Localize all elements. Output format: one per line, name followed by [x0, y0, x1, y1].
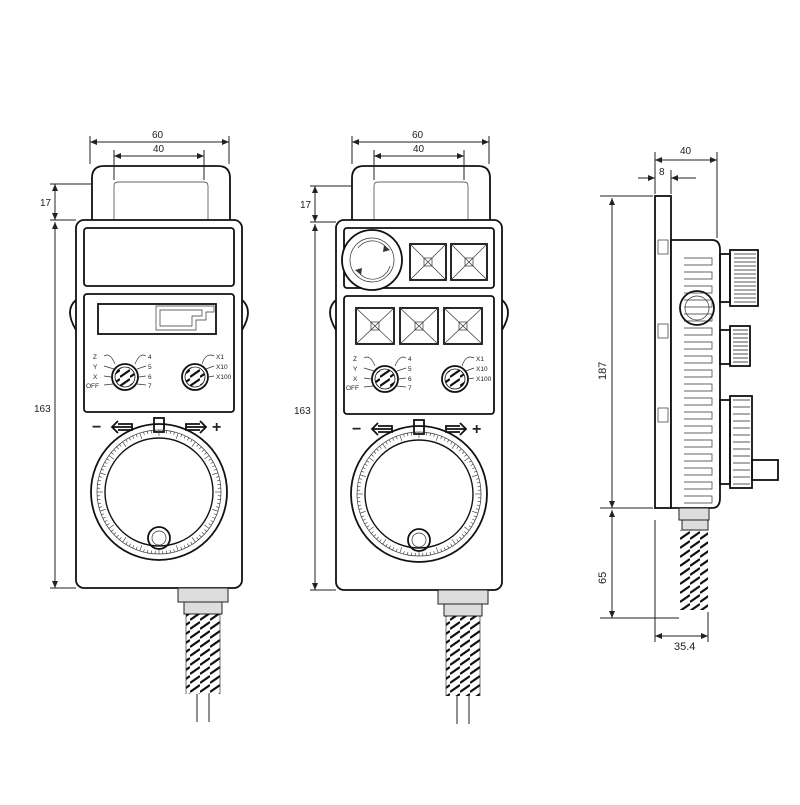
axis-pos-7: 7	[148, 383, 152, 390]
dim-side-depth: 40	[680, 146, 692, 157]
axis-pos-6-middle: 6	[408, 376, 412, 383]
jog-plus-symbol: +	[212, 419, 221, 436]
dim-handle-outer-left: 60	[152, 130, 164, 141]
axis-pos-6: 6	[148, 374, 152, 381]
axis-pos-4: 4	[148, 354, 152, 361]
side-knob-top[interactable]	[720, 250, 758, 306]
side-back-panel	[655, 196, 671, 508]
side-view: 40 8 187 65 35.4	[597, 146, 778, 653]
axis-pos-7-middle: 7	[408, 385, 412, 392]
cable-gland-middle	[438, 590, 488, 604]
jog-minus-symbol: −	[92, 419, 101, 436]
axis-label-x-middle: X	[353, 376, 358, 383]
dim-handle-height-middle: 17	[300, 200, 312, 211]
axis-label-off: OFF	[86, 383, 99, 390]
axis-pos-5-middle: 5	[408, 366, 412, 373]
step-label-x10: X10	[216, 364, 228, 371]
step-label-x1-middle: X1	[476, 356, 484, 363]
cable-gland-left	[178, 588, 228, 602]
axis-label-x: X	[93, 374, 98, 381]
side-cable-gland	[679, 508, 709, 520]
axis-pos-5: 5	[148, 364, 152, 371]
front-view-left: Z Y X OFF 4 5 6 7 X1 X10 X100 − +	[34, 130, 248, 722]
dim-body-height-left: 163	[34, 404, 51, 415]
dim-handle-height-left: 17	[40, 198, 52, 209]
side-handwheel[interactable]	[720, 396, 778, 488]
cable-spring-left	[186, 614, 220, 694]
step-label-x100: X100	[216, 374, 232, 381]
side-knob-middle[interactable]	[720, 326, 750, 366]
handle-middle	[352, 166, 490, 222]
dim-side-bottom: 35.4	[674, 641, 695, 653]
axis-pos-4-middle: 4	[408, 356, 412, 363]
axis-label-z-middle: Z	[353, 356, 357, 363]
cable-spring-middle	[446, 616, 480, 696]
dim-side-panel: 8	[659, 167, 665, 178]
dim-side-cable: 65	[597, 572, 609, 584]
dim-handle-inner-middle: 40	[413, 144, 425, 155]
dim-body-height-middle: 163	[294, 406, 311, 417]
axis-label-y: Y	[93, 364, 98, 371]
dim-handle-inner-left: 40	[153, 144, 165, 155]
front-view-middle: Z Y X OFF 4 5 6 7 X1 X10 X100 − +	[294, 130, 508, 724]
step-label-x10-middle: X10	[476, 366, 488, 373]
step-label-x100-middle: X100	[476, 376, 492, 383]
dim-handle-outer-middle: 60	[412, 130, 424, 141]
axis-label-y-middle: Y	[353, 366, 358, 373]
dim-side-body-height: 187	[597, 362, 609, 380]
jog-plus-symbol-middle: +	[472, 421, 481, 438]
emergency-stop-button[interactable]	[342, 230, 402, 290]
side-cable-spring	[680, 530, 708, 610]
handle-left	[92, 166, 230, 222]
jog-minus-symbol-middle: −	[352, 421, 361, 438]
axis-label-z: Z	[93, 354, 97, 361]
step-label-x1: X1	[216, 354, 224, 361]
pendant-body-left	[76, 220, 242, 588]
axis-label-off-middle: OFF	[346, 385, 359, 392]
